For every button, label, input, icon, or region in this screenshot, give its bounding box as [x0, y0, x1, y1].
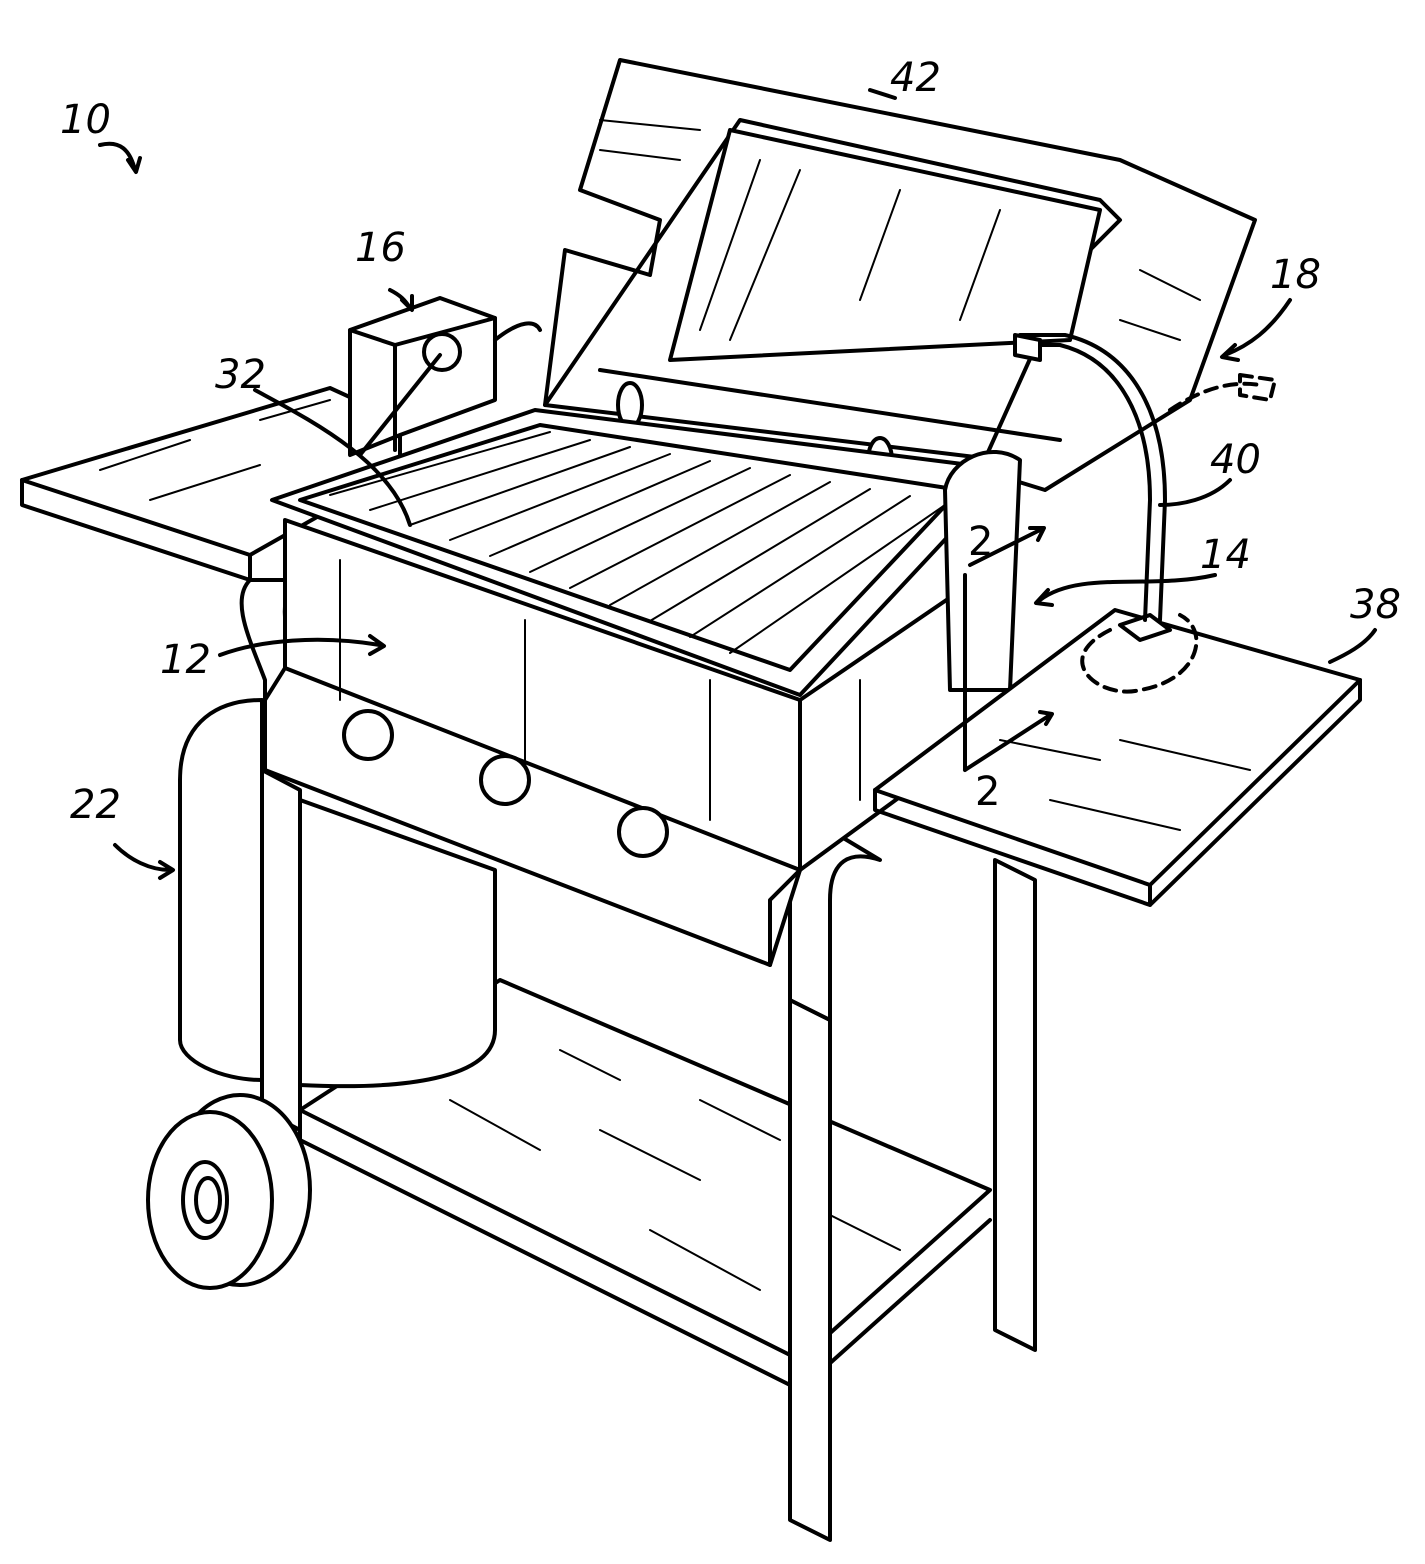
propane-tank: [178, 698, 497, 1089]
ref-label-14: 14: [1200, 532, 1251, 578]
firebox: [263, 408, 1022, 967]
ref-label-40: 40: [1210, 437, 1261, 483]
ref-label-22: 22: [70, 782, 121, 828]
ref-label-32: 32: [215, 352, 266, 398]
ref-label-38: 38: [1350, 582, 1401, 628]
wheel: [146, 1093, 312, 1290]
lid: [543, 58, 1257, 492]
ref-label-10: 10: [60, 97, 111, 143]
leader-lines: [98, 88, 1377, 880]
ref-label-42: 42: [890, 55, 941, 101]
section-label-top: 2: [968, 519, 994, 565]
ref-label-16: 16: [355, 225, 406, 271]
grate-bars: [329, 431, 946, 654]
right-side-shelf: [873, 333, 1362, 907]
ref-label-12: 12: [160, 637, 211, 683]
section-label-bottom: 2: [975, 769, 1001, 815]
ref-label-18: 18: [1270, 252, 1321, 298]
